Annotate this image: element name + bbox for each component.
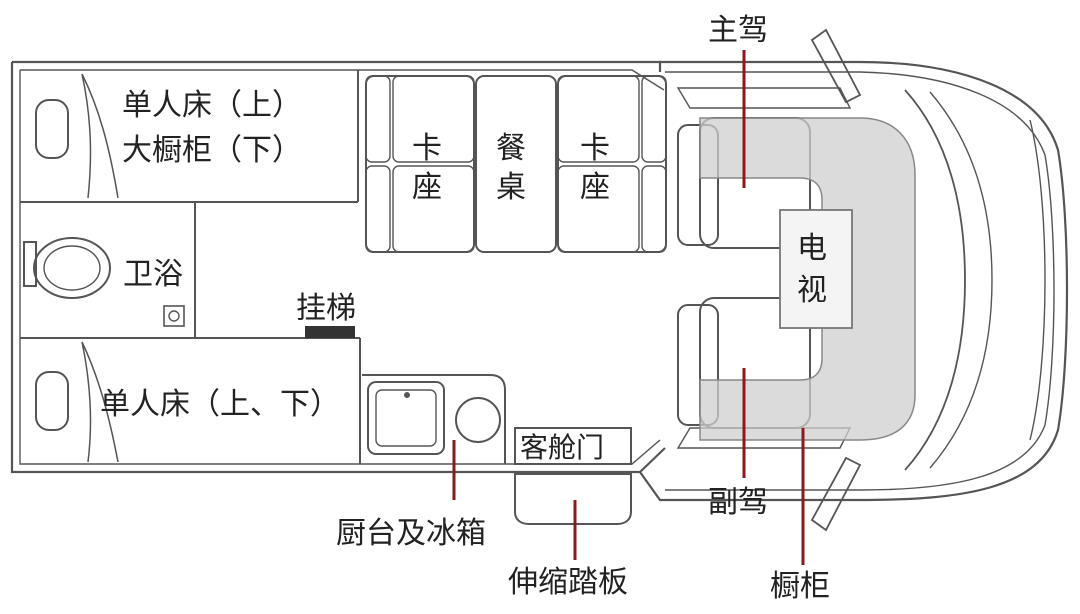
bed-bottom-label: 单人床（上、下） xyxy=(100,387,340,422)
bed-top: 单人床（上） 大橱柜（下） xyxy=(35,73,302,199)
bed-top-label-line1: 单人床（上） xyxy=(122,88,302,123)
ladder: 挂梯 xyxy=(296,291,356,338)
left-seat-label-1: 卡 xyxy=(412,131,442,166)
tv-label-1: 电 xyxy=(797,231,827,266)
callout-lines xyxy=(452,50,805,565)
cabin-door: 客舱门 xyxy=(514,427,632,465)
dining-area xyxy=(365,75,667,253)
kitchen-label: 厨台及冰箱 xyxy=(336,516,486,551)
bathroom: 卫浴 xyxy=(23,237,185,327)
driver-label: 主驾 xyxy=(708,13,768,48)
door-label: 客舱门 xyxy=(520,431,604,464)
ladder-label: 挂梯 xyxy=(296,291,356,326)
left-seat-label-2: 座 xyxy=(412,170,442,205)
table-label-1: 餐 xyxy=(496,131,526,166)
kitchen-counter xyxy=(362,374,506,464)
interior-walls xyxy=(20,70,361,464)
table-label-2: 桌 xyxy=(496,170,526,205)
bathroom-label: 卫浴 xyxy=(123,257,183,292)
bed-top-label-line2: 大橱柜（下） xyxy=(122,133,302,168)
co-driver-label: 副驾 xyxy=(708,485,768,520)
right-seat-label-1: 卡 xyxy=(580,131,610,166)
step-label: 伸缩踏板 xyxy=(508,565,628,600)
cab-cabinet xyxy=(699,117,916,441)
retractable-step xyxy=(514,473,632,525)
tv-label-2: 视 xyxy=(797,273,827,308)
bed-bottom: 单人床（上、下） xyxy=(35,341,340,463)
right-seat-label-2: 座 xyxy=(580,170,610,205)
tv: 电 视 xyxy=(779,209,853,329)
cabinet-label: 橱柜 xyxy=(770,569,830,604)
